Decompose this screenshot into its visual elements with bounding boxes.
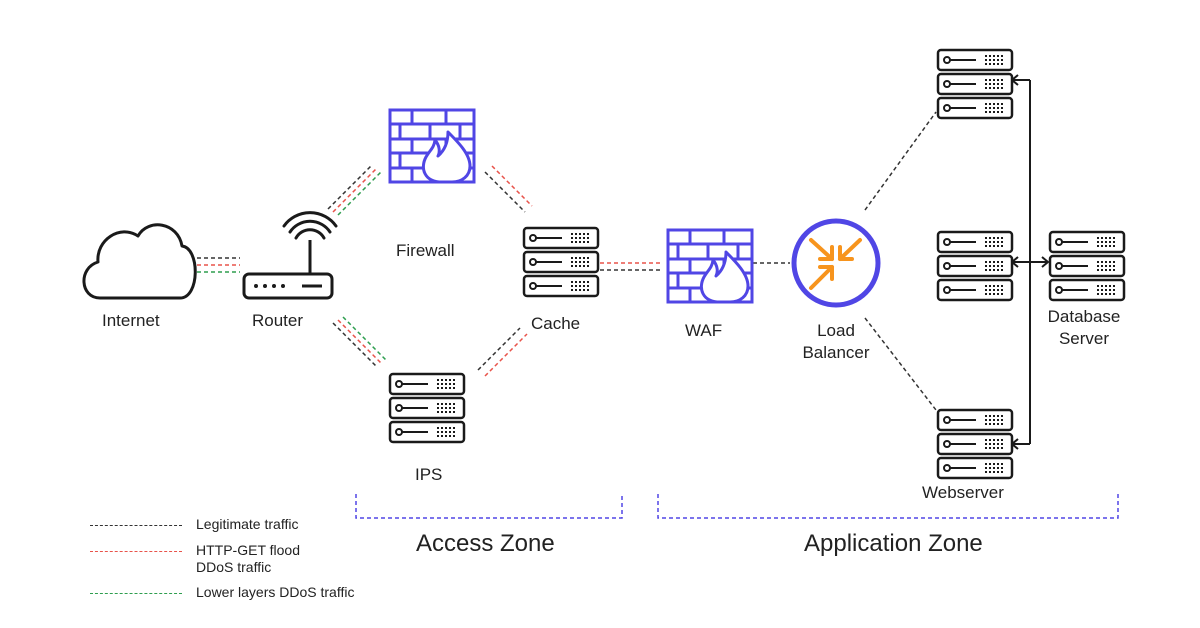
application-zone-label: Application Zone (804, 530, 983, 557)
legend-text-line: DDoS traffic (196, 559, 272, 575)
legend-swatch-legitimate (90, 525, 182, 526)
legend-text-legitimate: Legitimate traffic (196, 516, 298, 533)
firewall-label: Firewall (396, 241, 455, 260)
webserver-bottom-icon (938, 410, 1012, 478)
database-server-label: Database Server (1034, 306, 1134, 350)
ips-server-icon (390, 374, 464, 442)
load-balancer-icon (791, 218, 881, 308)
ips-label: IPS (415, 465, 443, 484)
cache-server-icon (524, 228, 598, 296)
waf-firewall-icon (666, 228, 754, 304)
legend-swatch-lower-layers (90, 593, 182, 594)
cache-label: Cache (531, 314, 581, 333)
webserver-middle-icon (938, 232, 1012, 300)
waf-label: WAF (685, 321, 723, 340)
cloud-icon (82, 223, 197, 300)
legend-text-line: Legitimate traffic (196, 516, 299, 532)
load-balancer-label-line-2: Balancer (802, 343, 870, 362)
webserver-label: Webserver (922, 483, 1004, 502)
webserver-top-icon (938, 50, 1012, 118)
router-label: Router (252, 311, 304, 330)
database-server-icon (1050, 232, 1124, 300)
legend-text-line: HTTP-GET flood (196, 542, 300, 558)
legend-text-lower-layers: Lower layers DDoS traffic (196, 584, 354, 601)
connections (197, 111, 937, 411)
firewall-icon (388, 108, 476, 184)
database-links (1010, 74, 1050, 450)
database-server-label-line-2: Server (1058, 329, 1110, 348)
legend-swatch-http-flood (90, 551, 182, 552)
access-zone-label: Access Zone (416, 530, 555, 557)
legend-text-line: Lower layers DDoS traffic (196, 584, 355, 600)
database-server-label-line-1: Database (1047, 307, 1121, 326)
internet-label: Internet (102, 311, 160, 330)
zone-brackets (355, 494, 1119, 519)
legend-text-http-flood: HTTP-GET flood DDoS traffic (196, 542, 300, 576)
router-icon (242, 211, 338, 300)
load-balancer-label-line-1: Load (817, 321, 855, 340)
load-balancer-label: Load Balancer (790, 320, 882, 364)
